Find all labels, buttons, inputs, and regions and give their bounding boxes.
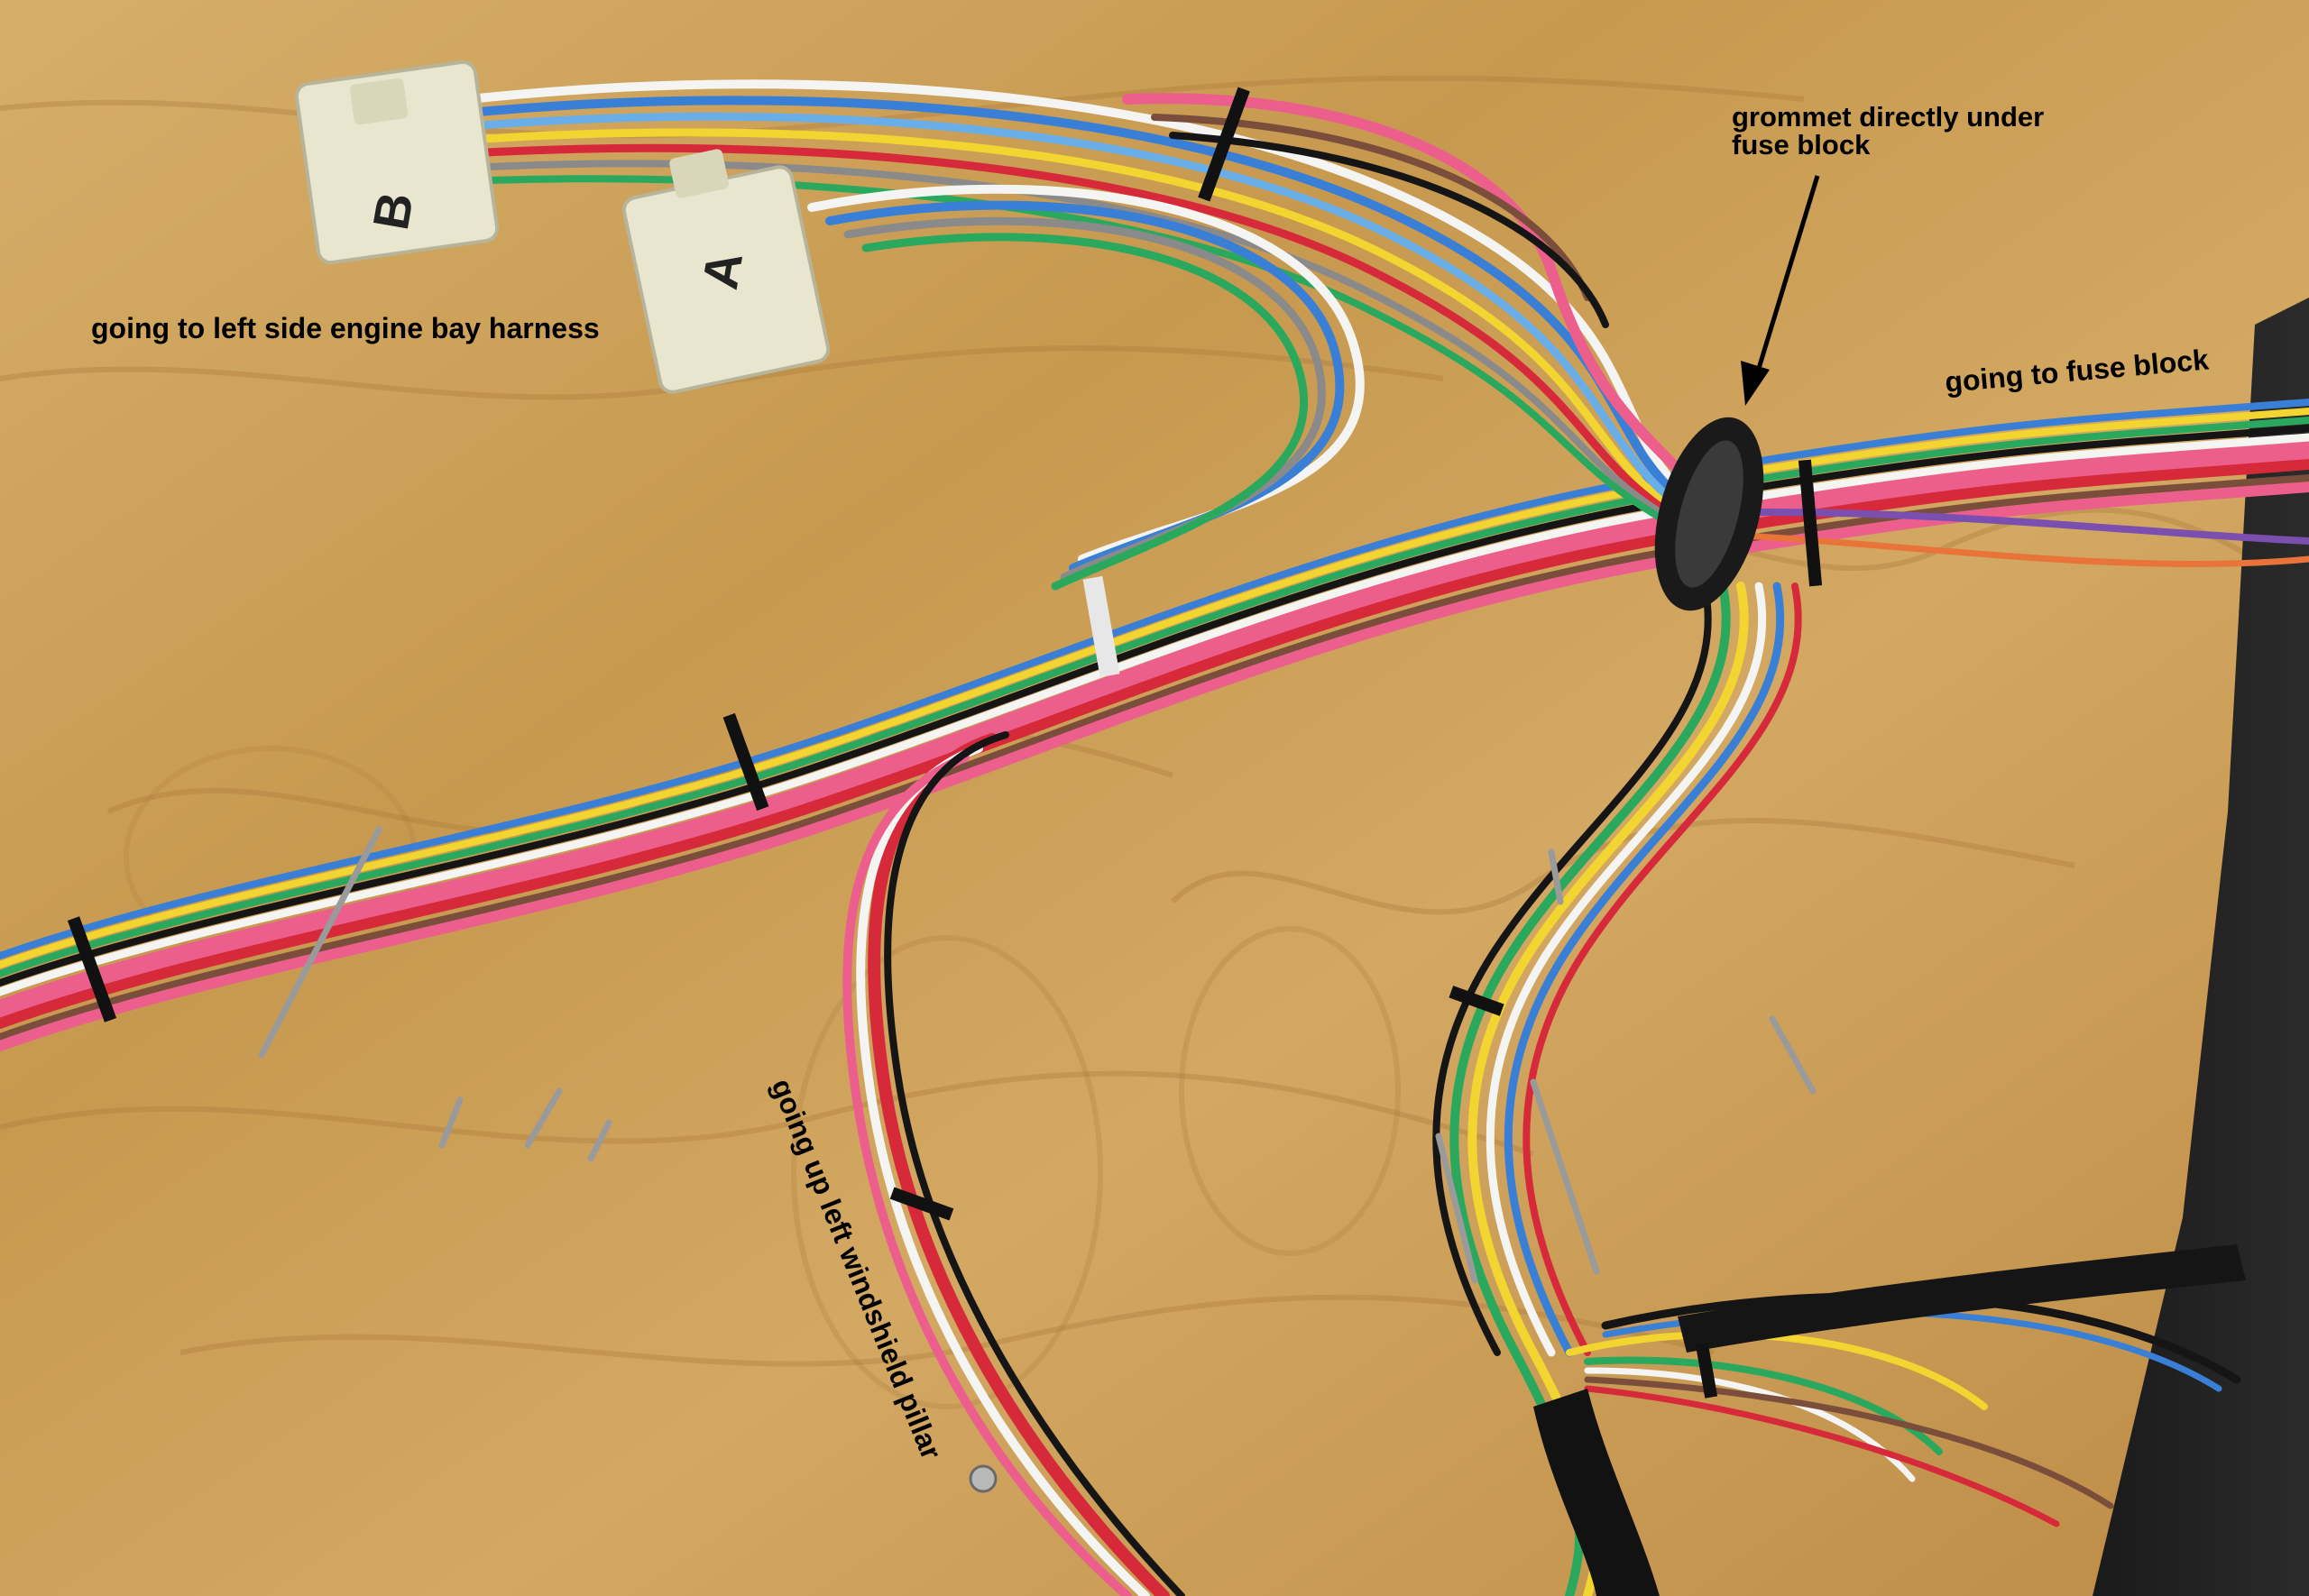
connector-b: B <box>294 60 500 265</box>
zip-tie <box>1449 986 1504 1016</box>
connector-a: A <box>621 149 831 394</box>
annotation-left-harness: going to left side engine bay harness <box>91 312 600 344</box>
zip-ties <box>67 87 1823 1399</box>
zip-tie <box>1198 87 1250 202</box>
dark-background-panel <box>2093 298 2309 1596</box>
zip-tie <box>722 712 769 812</box>
nail <box>1530 1078 1600 1275</box>
screw-head <box>969 1464 998 1493</box>
nail <box>1769 1015 1817 1095</box>
nail <box>258 826 382 1059</box>
nail <box>524 1087 563 1149</box>
zip-tie <box>1798 459 1823 587</box>
main-harness-trunk <box>0 399 2309 1051</box>
nail <box>438 1096 464 1149</box>
arrow-to-grommet <box>1741 175 1820 406</box>
black-conduit-sleeve <box>1533 1389 1660 1596</box>
nail <box>1435 1133 1478 1284</box>
annotation-grommet: grommet directly under fuse block <box>1732 103 2044 159</box>
nail <box>587 1119 612 1162</box>
zip-tie <box>1695 1343 1718 1399</box>
connector-loop-harness <box>465 79 1683 591</box>
nails <box>258 826 1817 1284</box>
rubber-grommet <box>1654 417 1764 611</box>
zip-tie <box>67 916 117 1023</box>
annotation-grommet-line2: fuse block <box>1732 129 1871 161</box>
windshield-pillar-branch <box>842 731 1185 1596</box>
zip-tie <box>889 1187 954 1221</box>
annotation-grommet-line1: grommet directly under <box>1732 101 2045 133</box>
nail <box>1548 848 1564 905</box>
zip-tie <box>1082 575 1120 678</box>
black-conduit-right <box>1678 1244 2246 1353</box>
